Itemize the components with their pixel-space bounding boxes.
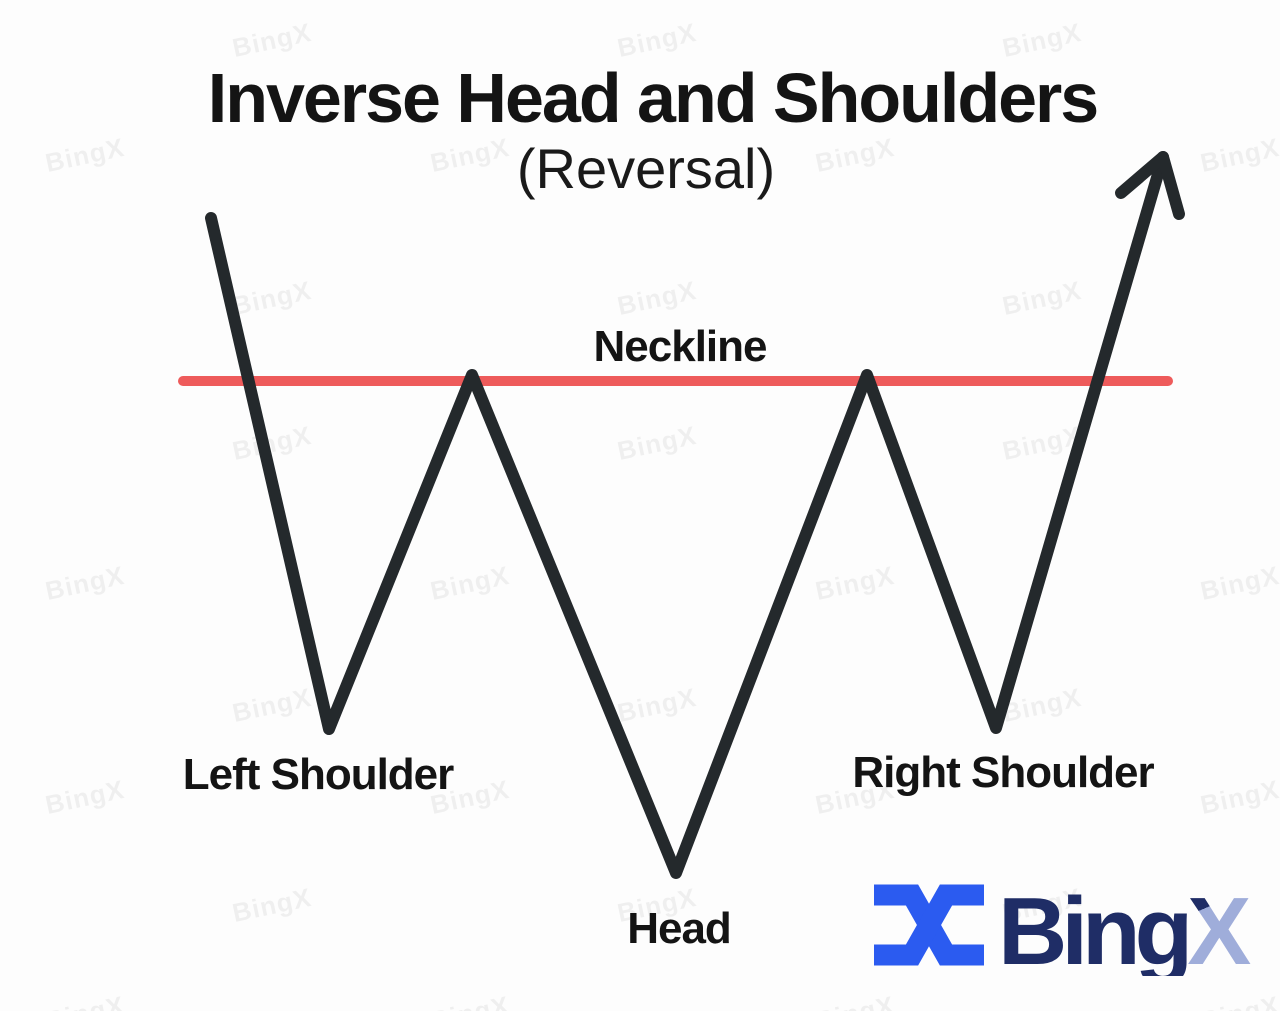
head-label: Head: [627, 904, 732, 953]
neckline-label: Neckline: [593, 322, 768, 371]
bingx-x-icon: [874, 884, 984, 966]
logo-text-x: X: [1187, 878, 1251, 976]
svg-text:BingX: BingX: [998, 878, 1251, 976]
bingx-logo: BingX: [872, 876, 1262, 976]
price-pattern-line: [205, 151, 1169, 879]
bingx-logo-text: BingX: [998, 878, 1257, 976]
breakout-arrowhead: [1115, 151, 1185, 220]
right-shoulder-label: Right Shoulder: [852, 748, 1154, 797]
left-shoulder-label: Left Shoulder: [182, 750, 455, 799]
logo-text-main: Bing: [998, 878, 1188, 976]
page-subtitle: (Reversal): [516, 137, 776, 200]
page-title: Inverse Head and Shoulders: [207, 59, 1099, 137]
